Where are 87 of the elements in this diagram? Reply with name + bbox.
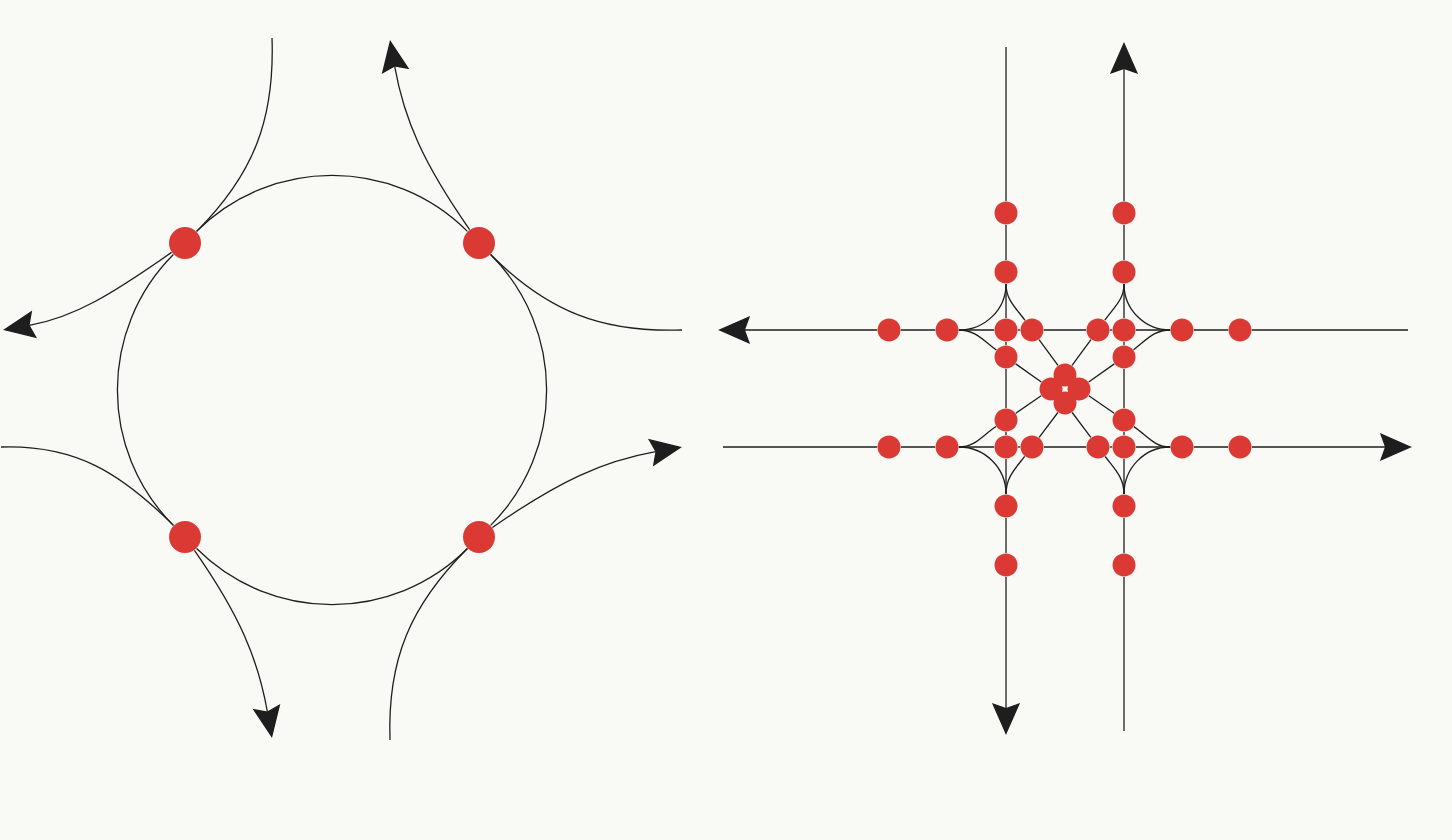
curved-line xyxy=(0,446,175,527)
curved-line xyxy=(195,174,469,233)
conflict-point-dot xyxy=(1039,377,1063,401)
conflict-point-dot xyxy=(1067,377,1091,401)
conflict-point-dot xyxy=(994,260,1018,284)
curved-line xyxy=(1104,283,1125,321)
line xyxy=(1043,329,1087,331)
conflict-point-dot xyxy=(463,227,495,259)
line xyxy=(1005,46,1007,202)
line xyxy=(1017,446,1021,448)
conflict-point-dot xyxy=(169,227,201,259)
conflict-point-dot xyxy=(1170,318,1194,342)
line xyxy=(1015,363,1042,383)
curved-line xyxy=(389,547,469,741)
conflict-point-dot xyxy=(877,435,901,459)
conflict-point-dot xyxy=(1170,435,1194,459)
line xyxy=(1071,411,1092,439)
conflict-point-dot xyxy=(994,318,1018,342)
line xyxy=(1123,517,1125,554)
conflict-point-dot xyxy=(1228,435,1252,459)
conflict-point-dot xyxy=(1086,318,1110,342)
line xyxy=(900,446,936,448)
conflict-point-dot xyxy=(994,435,1018,459)
curved-line xyxy=(195,547,469,606)
line xyxy=(1123,341,1125,346)
conflict-point-dot xyxy=(994,201,1018,225)
conflict-point-dot xyxy=(994,494,1018,518)
line xyxy=(1088,363,1115,383)
conflict-point-dot xyxy=(1112,201,1136,225)
conflict-point-dot xyxy=(1020,318,1044,342)
conflict-point-dot xyxy=(1112,494,1136,518)
conflict-point-dot xyxy=(935,318,959,342)
conflict-point-dot xyxy=(169,521,201,553)
line xyxy=(1071,338,1092,367)
conflict-point-dot xyxy=(1020,435,1044,459)
curved-line xyxy=(1005,283,1026,321)
conflict-point-dot xyxy=(935,435,959,459)
line xyxy=(1005,341,1007,346)
conflict-point-dot xyxy=(994,408,1018,432)
conflict-point-dot xyxy=(994,553,1018,577)
line xyxy=(1123,224,1125,261)
curved-arrow xyxy=(193,549,281,738)
curved-line xyxy=(489,253,548,527)
curved-line xyxy=(195,37,273,233)
line xyxy=(1123,431,1125,436)
line xyxy=(1088,395,1115,414)
curved-arrow xyxy=(381,40,471,231)
conflict-point-dot xyxy=(1086,435,1110,459)
curved-arrow xyxy=(3,251,173,339)
line xyxy=(1109,329,1113,331)
line xyxy=(1005,224,1007,261)
line xyxy=(1038,338,1059,367)
conflict-point-dot xyxy=(1112,345,1136,369)
conflict-point-dot xyxy=(463,521,495,553)
conflict-point-dot xyxy=(1112,260,1136,284)
conflict-point-dot xyxy=(1112,408,1136,432)
line xyxy=(1123,368,1125,409)
line xyxy=(1005,431,1007,436)
line xyxy=(900,329,936,331)
curved-line xyxy=(1132,329,1171,351)
line xyxy=(1193,446,1229,448)
line xyxy=(1109,446,1113,448)
conflict-point-dot xyxy=(1112,318,1136,342)
curved-line xyxy=(958,329,998,351)
conflict-point-dot xyxy=(1112,553,1136,577)
conflict-point-dot xyxy=(1112,435,1136,459)
curved-line xyxy=(1104,455,1125,495)
line xyxy=(1005,517,1007,554)
curved-line xyxy=(1123,446,1171,495)
line xyxy=(1193,329,1229,331)
line xyxy=(1015,395,1042,414)
line xyxy=(1251,329,1409,331)
curved-line xyxy=(1133,426,1171,448)
line xyxy=(1123,576,1125,732)
line xyxy=(1005,368,1007,409)
conflict-point-dot xyxy=(877,318,901,342)
curved-line xyxy=(958,425,997,448)
curved-arrow xyxy=(491,438,682,529)
conflict-point-dot xyxy=(1053,391,1077,415)
line xyxy=(722,446,878,448)
line xyxy=(1038,411,1059,439)
line xyxy=(1017,329,1021,331)
conflict-point-dot xyxy=(994,345,1018,369)
curved-line xyxy=(1005,455,1026,495)
conflict-point-dot xyxy=(1228,318,1252,342)
curved-line xyxy=(116,253,175,527)
line xyxy=(1043,446,1087,448)
